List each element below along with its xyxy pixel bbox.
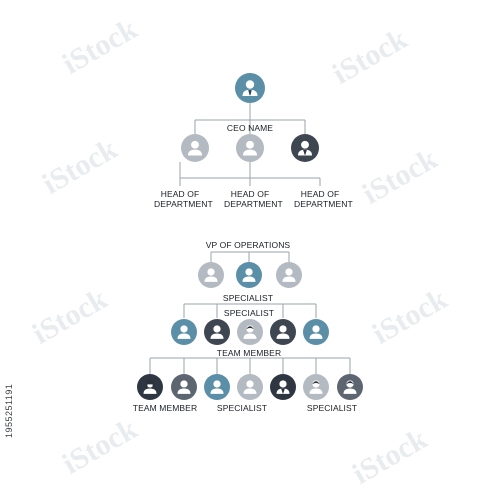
team-avatar xyxy=(270,374,296,400)
team-avatar xyxy=(137,374,163,400)
specialist-label-b: SPECIALIST xyxy=(223,308,275,318)
team-avatar xyxy=(204,319,230,345)
team-avatar xyxy=(171,374,197,400)
team-avatar xyxy=(237,374,263,400)
ceo-avatar xyxy=(235,73,265,103)
head-of-department-label-1: HEAD OF DEPARTMENT xyxy=(154,189,213,209)
team-avatar xyxy=(270,319,296,345)
team-avatar xyxy=(198,262,224,288)
vp-of-operations-label: VP OF OPERATIONS xyxy=(205,240,291,250)
head-of-department-label-3: HEAD OF DEPARTMENT xyxy=(294,189,353,209)
team-avatar xyxy=(303,374,329,400)
specialist-label-c: SPECIALIST xyxy=(216,403,268,413)
team-avatar xyxy=(303,319,329,345)
ceo-name-label: CEO NAME xyxy=(226,123,274,133)
team-member-label-a: TEAM MEMBER xyxy=(216,348,282,358)
team-avatar xyxy=(171,319,197,345)
specialist-label-a: SPECIALIST xyxy=(222,293,274,303)
team-avatar xyxy=(236,134,264,162)
head-of-department-label-2: HEAD OF DEPARTMENT xyxy=(224,189,283,209)
team-avatar xyxy=(236,262,262,288)
specialist-label-d: SPECIALIST xyxy=(306,403,358,413)
team-avatar xyxy=(181,134,209,162)
team-avatar xyxy=(276,262,302,288)
team-member-label-b: TEAM MEMBER xyxy=(132,403,198,413)
team-avatar xyxy=(204,374,230,400)
team-avatar xyxy=(237,319,263,345)
team-avatar xyxy=(337,374,363,400)
team-avatar xyxy=(291,134,319,162)
side-id-text: 1955251191 xyxy=(4,383,14,438)
